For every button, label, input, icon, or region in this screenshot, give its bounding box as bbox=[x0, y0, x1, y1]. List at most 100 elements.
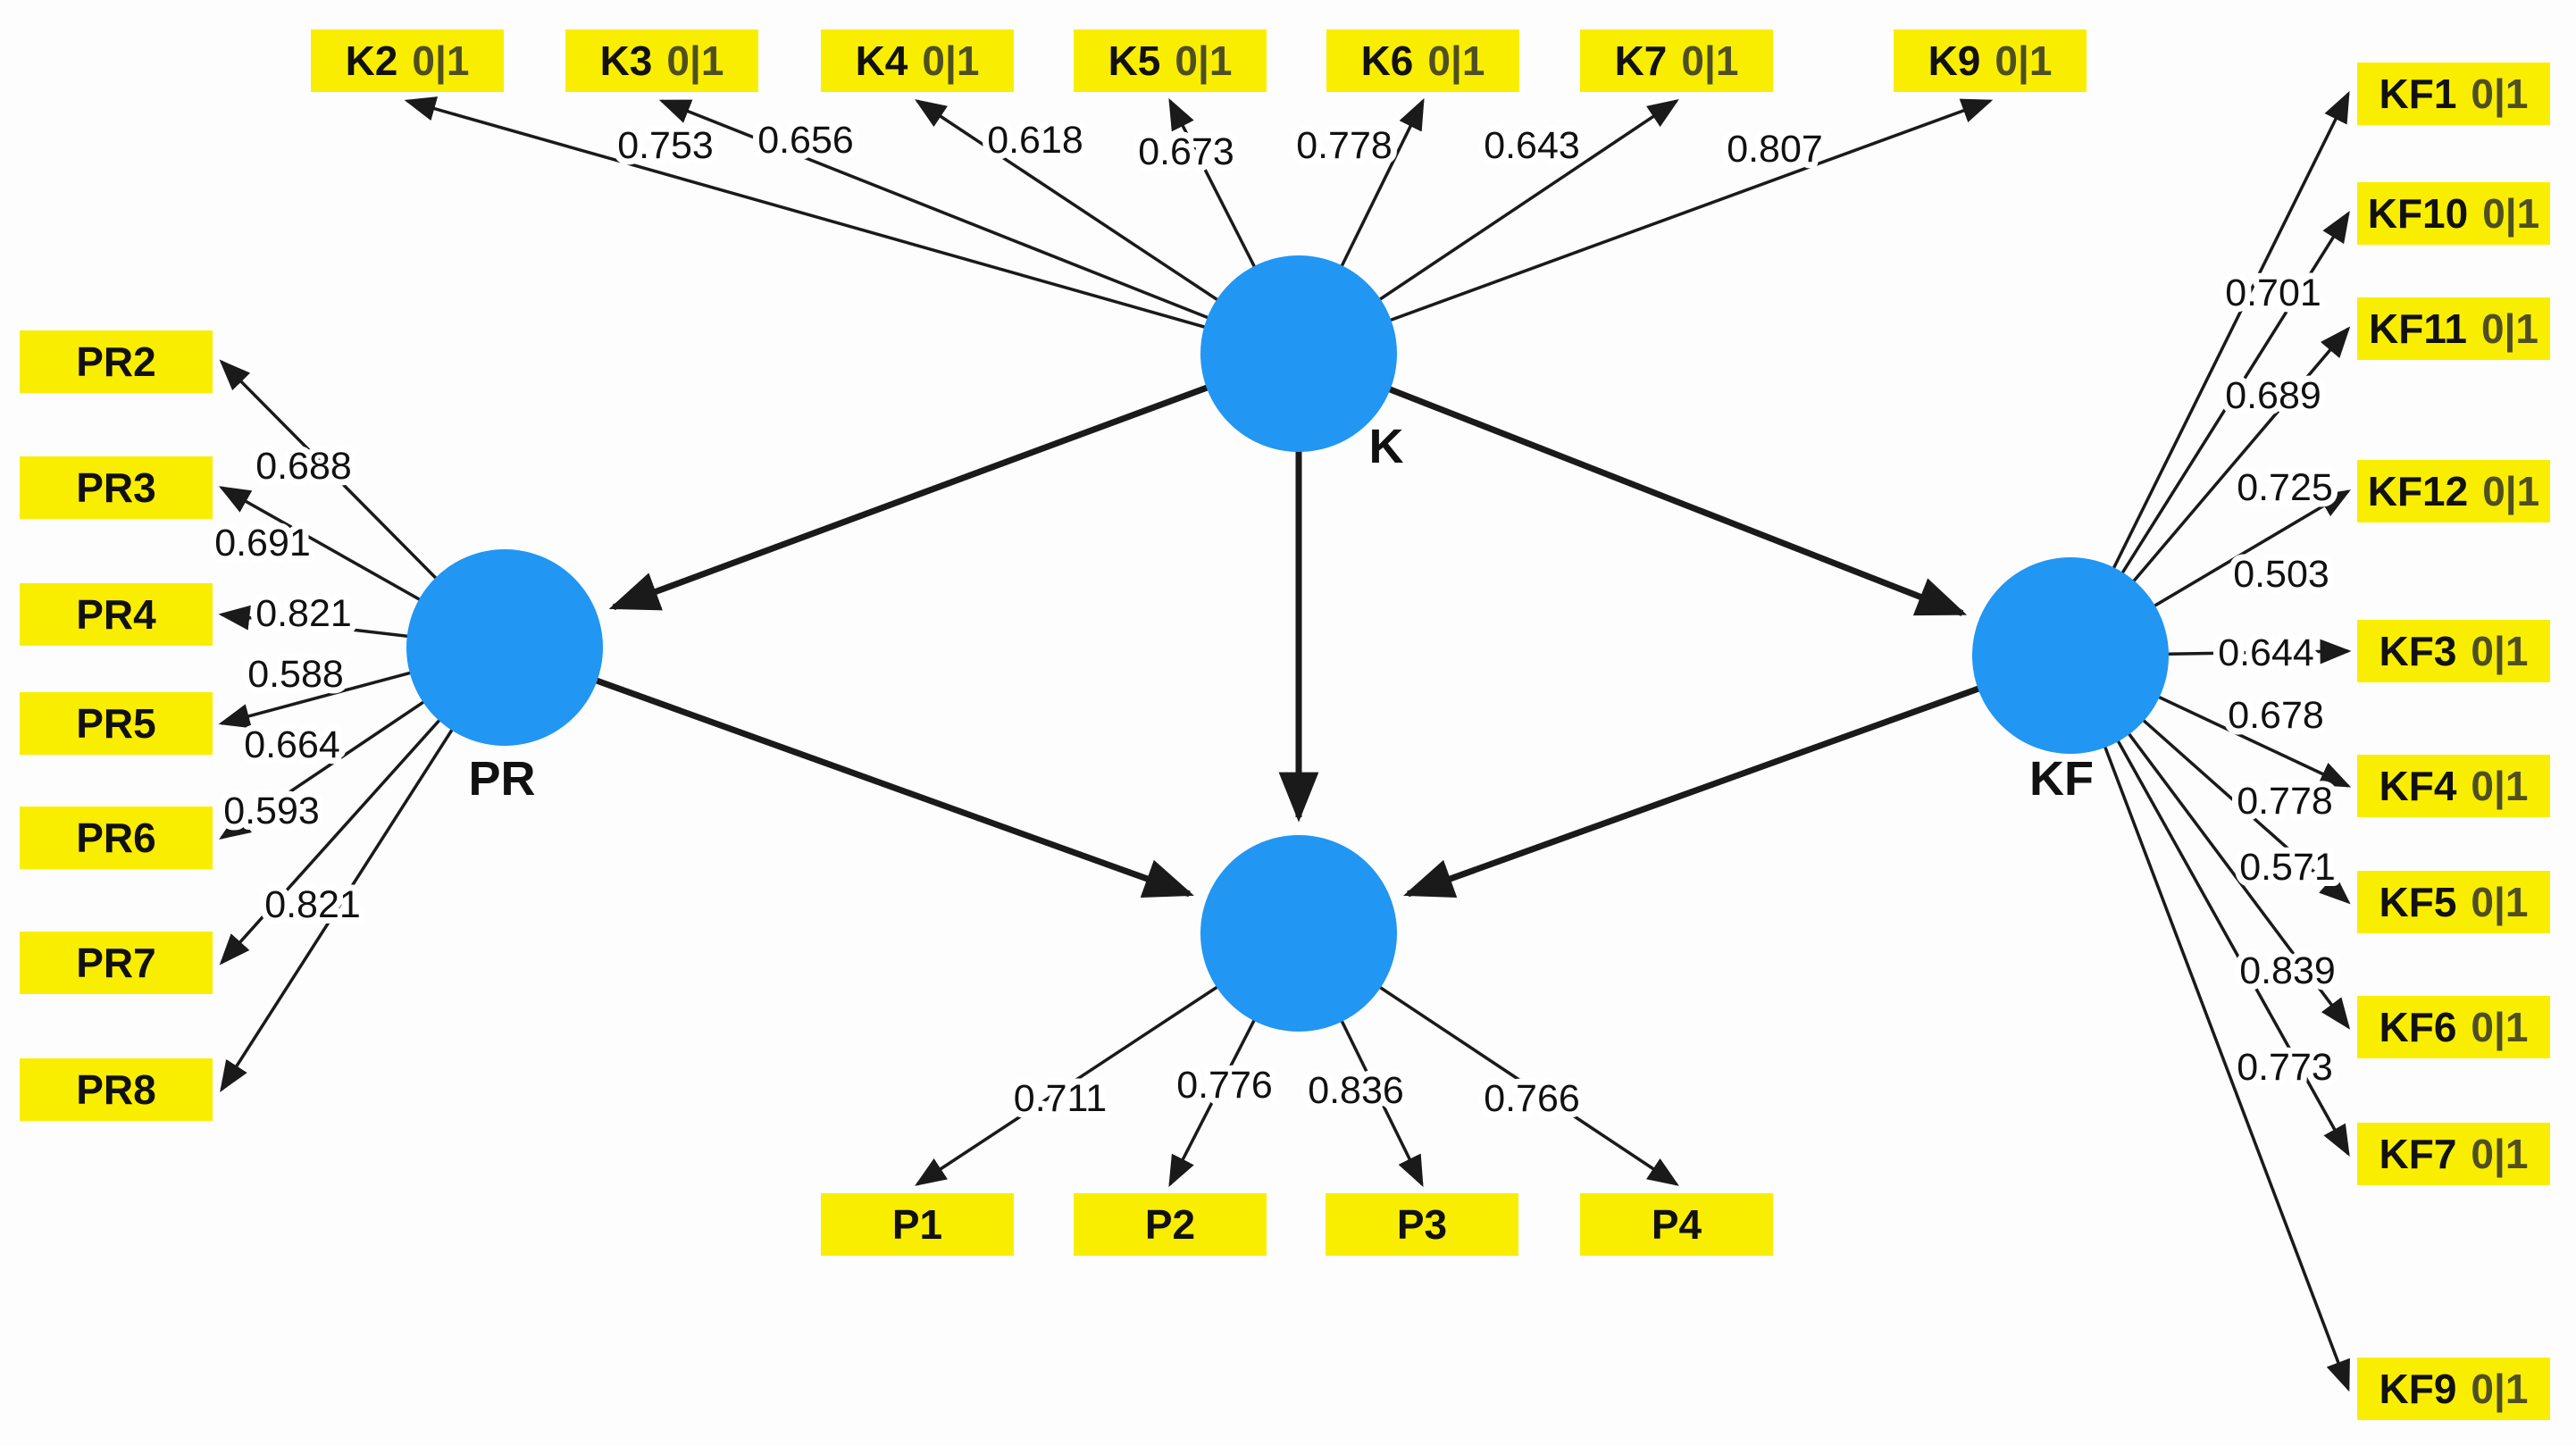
indicator-box-k-5[interactable] bbox=[1580, 29, 1773, 92]
loading-label-kf-0: 0.701 bbox=[2225, 272, 2321, 314]
indicator-arrow-kf-0 bbox=[2069, 90, 2350, 656]
indicator-box-pr-5[interactable] bbox=[20, 932, 213, 994]
indicator-box-label-pr-1: PR3 bbox=[76, 464, 155, 511]
indicator-box-label-pr-4: PR6 bbox=[76, 815, 155, 861]
loading-label-k-5: 0.643 bbox=[1484, 124, 1580, 167]
indicator-box-kf-6[interactable] bbox=[2357, 871, 2550, 933]
path-arrow-k-pr bbox=[608, 350, 1301, 611]
latent-circle-k[interactable] bbox=[1200, 255, 1397, 452]
indicator-box-pr-3[interactable] bbox=[20, 692, 213, 755]
loading-label-k-4: 0.778 bbox=[1296, 124, 1393, 167]
indicator-box-kf-8[interactable] bbox=[2357, 1123, 2550, 1185]
loading-label-p-2: 0.836 bbox=[1308, 1069, 1404, 1112]
loading-label-kf-3: 0.503 bbox=[2233, 553, 2329, 596]
loading-label-kf-4: 0.644 bbox=[2218, 631, 2314, 674]
indicator-arrow-kf-9 bbox=[2069, 655, 2350, 1392]
indicator-box-label-p-1: P2 bbox=[1145, 1201, 1195, 1248]
loading-label-pr-2: 0.821 bbox=[255, 592, 352, 635]
loading-label-p-0: 0.711 bbox=[1014, 1077, 1107, 1120]
loading-label-pr-4: 0.664 bbox=[244, 723, 340, 766]
indicator-box-kf-9[interactable] bbox=[2357, 1358, 2550, 1420]
loading-label-k-3: 0.673 bbox=[1138, 130, 1234, 173]
indicator-box-p-0[interactable] bbox=[821, 1193, 1014, 1256]
indicator-box-label-pr-6: PR8 bbox=[76, 1066, 155, 1113]
indicator-box-pr-1[interactable] bbox=[20, 456, 213, 519]
loading-label-kf-1: 0.689 bbox=[2225, 374, 2321, 417]
indicator-box-k-3[interactable] bbox=[1074, 29, 1267, 92]
indicator-box-kf-4[interactable] bbox=[2357, 620, 2550, 682]
indicator-box-label-p-0: P1 bbox=[892, 1201, 942, 1248]
loading-label-p-3: 0.766 bbox=[1484, 1077, 1580, 1120]
indicator-box-kf-2[interactable] bbox=[2357, 297, 2550, 360]
indicator-box-pr-0[interactable] bbox=[20, 330, 213, 393]
loading-label-kf-6: 0.778 bbox=[2237, 780, 2333, 823]
indicator-box-kf-3[interactable] bbox=[2357, 460, 2550, 522]
loading-label-pr-5: 0.593 bbox=[223, 790, 320, 832]
indicator-box-p-3[interactable] bbox=[1580, 1193, 1773, 1256]
indicator-box-pr-2[interactable] bbox=[20, 583, 213, 646]
loading-label-pr-1: 0.691 bbox=[214, 522, 311, 564]
loading-label-pr-6: 0.821 bbox=[264, 883, 361, 926]
indicator-box-label-pr-5: PR7 bbox=[76, 940, 155, 986]
loading-label-kf-5: 0.678 bbox=[2228, 694, 2324, 737]
indicator-box-kf-7[interactable] bbox=[2357, 996, 2550, 1058]
latent-circle-p[interactable] bbox=[1200, 835, 1397, 1032]
loading-label-kf-9: 0.773 bbox=[2237, 1046, 2333, 1089]
loading-label-kf-8: 0.839 bbox=[2239, 949, 2336, 992]
indicator-box-k-6[interactable] bbox=[1894, 29, 2087, 92]
latent-label-kf: KF bbox=[2029, 752, 2094, 806]
loading-label-k-0: 0.753 bbox=[617, 124, 714, 167]
indicator-box-k-4[interactable] bbox=[1326, 29, 1519, 92]
indicator-box-pr-4[interactable] bbox=[20, 807, 213, 869]
indicator-box-kf-5[interactable] bbox=[2357, 755, 2550, 817]
indicator-arrow-k-1 bbox=[658, 99, 1300, 355]
loading-label-k-6: 0.807 bbox=[1727, 128, 1823, 171]
indicator-box-kf-1[interactable] bbox=[2357, 182, 2550, 245]
indicator-box-k-0[interactable] bbox=[311, 29, 504, 92]
loading-label-k-2: 0.618 bbox=[987, 119, 1083, 162]
loading-label-kf-7: 0.571 bbox=[2239, 846, 2336, 889]
indicator-box-kf-0[interactable] bbox=[2357, 63, 2550, 125]
indicator-box-k-2[interactable] bbox=[821, 29, 1014, 92]
latent-label-pr: PR bbox=[468, 752, 535, 806]
indicator-box-label-p-2: P3 bbox=[1397, 1201, 1447, 1248]
indicator-box-pr-6[interactable] bbox=[20, 1058, 213, 1121]
path-arrow-pr-p bbox=[503, 644, 1194, 898]
loading-label-p-1: 0.776 bbox=[1176, 1064, 1273, 1107]
indicator-box-p-1[interactable] bbox=[1074, 1193, 1267, 1256]
path-arrow-k-kf bbox=[1297, 350, 1968, 616]
path-arrow-kf-p bbox=[1403, 652, 2072, 898]
latent-label-k: K bbox=[1369, 420, 1404, 473]
indicator-box-label-pr-2: PR4 bbox=[76, 591, 156, 638]
indicator-box-p-2[interactable] bbox=[1326, 1193, 1518, 1256]
indicator-box-label-pr-3: PR5 bbox=[76, 700, 155, 747]
indicator-arrow-k-6 bbox=[1298, 98, 1994, 355]
loading-label-k-1: 0.656 bbox=[757, 119, 854, 162]
indicator-box-label-p-3: P4 bbox=[1652, 1201, 1702, 1248]
loading-label-pr-0: 0.688 bbox=[255, 445, 352, 488]
loading-label-kf-2: 0.725 bbox=[2237, 466, 2333, 509]
latent-circle-kf[interactable] bbox=[1972, 557, 2169, 754]
latent-circle-pr[interactable] bbox=[406, 549, 603, 746]
loading-label-pr-3: 0.588 bbox=[247, 653, 344, 696]
indicator-box-k-1[interactable] bbox=[565, 29, 758, 92]
